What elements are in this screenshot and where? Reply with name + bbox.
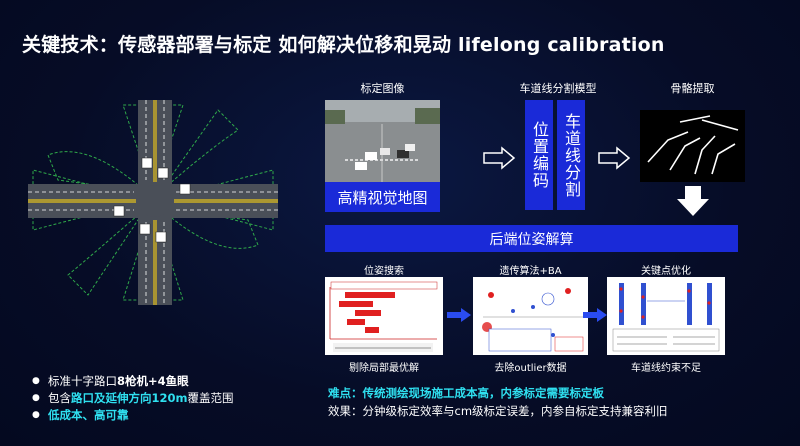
genetic-ba-title: 遗传算法+BA — [499, 266, 562, 277]
blue-arrow-icon — [447, 308, 471, 322]
keypoint-opt-caption: 车道线约束不足 — [631, 363, 701, 374]
bullet-item: 低成本、高可靠 — [32, 407, 234, 424]
arrow-right-icon — [598, 146, 631, 170]
page-title: 关键技术：传感器部署与标定 如何解决位移和晃动 lifelong calibra… — [22, 34, 665, 56]
difficulty-text: 难点：传统测绘现场施工成本高，内参标定需要标定板 — [328, 386, 604, 400]
feature-bullets: 标准十字路口8枪机+4鱼眼 包含路口及延伸方向120m覆盖范围 低成本、高可靠 — [32, 373, 234, 424]
effect-text: 效果：分钟级标定效率与cm级标定误差，内参自标定支持兼容利旧 — [328, 404, 668, 418]
skeleton-label: 骨骼提取 — [670, 82, 715, 95]
position-encoding-box: 位置编码 — [525, 100, 553, 210]
intersection-diagram — [28, 100, 278, 305]
calib-image-label: 标定图像 — [360, 82, 405, 95]
pose-search-caption: 剔除局部最优解 — [349, 363, 419, 374]
backend-solver-bar: 后端位姿解算 — [325, 225, 738, 252]
pose-search-panel — [325, 277, 443, 355]
pose-search-title: 位姿搜索 — [364, 266, 404, 277]
keypoint-opt-panel — [607, 277, 725, 355]
blue-arrow-icon — [583, 308, 607, 322]
bullet-item: 标准十字路口8枪机+4鱼眼 — [32, 373, 234, 390]
calib-image — [325, 100, 440, 182]
hd-map-box: 高精视觉地图 — [325, 182, 440, 212]
genetic-ba-panel — [473, 277, 588, 355]
lane-segmentation-box: 车道线分割 — [557, 100, 585, 210]
keypoint-opt-title: 关键点优化 — [641, 266, 691, 277]
lane-model-label: 车道线分割模型 — [519, 82, 597, 95]
arrow-down-icon — [677, 186, 709, 216]
bullet-item: 包含路口及延伸方向120m覆盖范围 — [32, 390, 234, 407]
skeleton-image — [640, 110, 745, 182]
arrow-right-icon — [483, 146, 516, 170]
genetic-ba-caption: 去除outlier数据 — [494, 363, 567, 374]
